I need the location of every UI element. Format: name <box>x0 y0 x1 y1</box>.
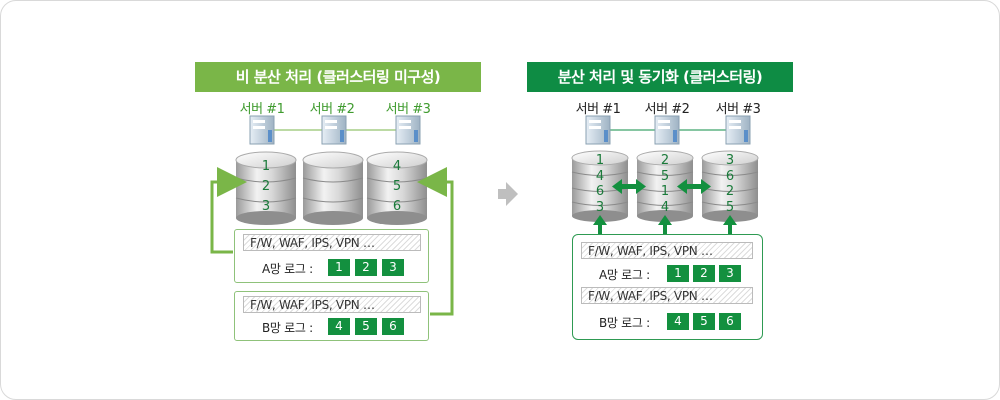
database-cylinder <box>235 151 297 225</box>
server-label: 서버 #1 <box>575 102 621 117</box>
sync-arrow-icon <box>612 179 646 194</box>
record-number: 2 <box>725 184 735 199</box>
record-number: 4 <box>660 200 670 215</box>
log-chip: 5 <box>693 313 715 330</box>
log-chip: 1 <box>667 265 689 282</box>
record-number: 3 <box>261 199 271 214</box>
record-number: 4 <box>392 159 402 174</box>
log-chip: 6 <box>382 318 404 335</box>
sync-arrow-icon <box>677 179 711 194</box>
log-chip: 1 <box>328 259 350 276</box>
device-list: F/W, WAF, IPS, VPN … <box>581 287 753 304</box>
log-chip: 4 <box>667 313 689 330</box>
left-panel-title: 비 분산 처리 (클러스터링 미구성) <box>195 62 481 92</box>
server-label: 서버 #3 <box>715 102 761 117</box>
record-number: 1 <box>660 184 670 199</box>
server-icon <box>395 115 421 145</box>
server-icon <box>654 115 680 145</box>
record-number: 6 <box>392 199 402 214</box>
log-chip: 2 <box>355 259 377 276</box>
log-chip: 5 <box>355 318 377 335</box>
server-3-records: 3 6 2 5 <box>702 148 758 224</box>
feed-up-arrow-icon <box>723 215 737 235</box>
record-number: 2 <box>660 153 670 168</box>
server-icon <box>725 115 751 145</box>
device-list: F/W, WAF, IPS, VPN … <box>243 234 421 251</box>
device-list: F/W, WAF, IPS, VPN … <box>581 242 753 259</box>
record-number: 6 <box>725 169 735 184</box>
server-label: 서버 #1 <box>239 102 285 117</box>
b-network-log-box: F/W, WAF, IPS, VPN … B망 로그 : 4 5 6 <box>234 291 429 341</box>
log-label: B망 로그 : <box>599 316 650 330</box>
record-number: 3 <box>595 200 605 215</box>
server-label: 서버 #3 <box>385 102 431 117</box>
record-number: 2 <box>261 179 271 194</box>
log-chip: 6 <box>719 313 741 330</box>
log-chip: 3 <box>382 259 404 276</box>
server-label: 서버 #2 <box>644 102 690 117</box>
log-chip: 4 <box>328 318 350 335</box>
record-number: 1 <box>261 159 271 174</box>
record-number: 1 <box>595 153 605 168</box>
right-panel-title: 분산 처리 및 동기화 (클러스터링) <box>527 62 793 92</box>
server-3-records: 4 5 6 <box>367 148 427 226</box>
feed-up-arrow-icon <box>658 215 672 235</box>
server-icon <box>249 115 275 145</box>
record-number: 6 <box>595 184 605 199</box>
log-chip: 2 <box>693 265 715 282</box>
database-cylinder <box>302 151 364 225</box>
a-log-flow-arrow <box>210 167 247 254</box>
server-1-records: 1 2 3 <box>236 148 296 226</box>
record-number: 5 <box>392 179 402 194</box>
record-number: 3 <box>725 153 735 168</box>
server-1-records: 1 4 6 3 <box>572 148 628 224</box>
record-number: 4 <box>595 169 605 184</box>
a-network-log-box: F/W, WAF, IPS, VPN … A망 로그 : 1 2 3 <box>234 229 429 283</box>
log-label: A망 로그 : <box>599 268 650 282</box>
transition-arrow-icon <box>498 182 518 206</box>
device-list: F/W, WAF, IPS, VPN … <box>243 296 421 313</box>
feed-up-arrow-icon <box>593 215 607 235</box>
log-label: B망 로그 : <box>262 321 313 335</box>
record-number: 5 <box>660 169 670 184</box>
server-2-records: 2 5 1 4 <box>637 148 693 224</box>
server-icon <box>585 115 611 145</box>
server-label: 서버 #2 <box>309 102 355 117</box>
log-chip: 3 <box>719 265 741 282</box>
server-icon <box>321 115 347 145</box>
b-log-flow-arrow <box>417 167 454 316</box>
log-label: A망 로그 : <box>262 262 313 276</box>
combined-log-box: F/W, WAF, IPS, VPN … A망 로그 : 1 2 3 F/W, … <box>572 234 763 340</box>
record-number: 5 <box>725 200 735 215</box>
